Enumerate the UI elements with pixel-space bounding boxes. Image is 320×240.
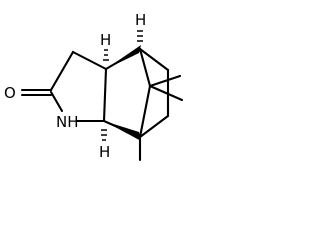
- wedge-c7a-c7: [104, 121, 141, 141]
- bond-carbonyl-n: [49, 90, 64, 113]
- bond-bridge-c4: [138, 47, 152, 88]
- bond-c4-c5: [138, 47, 170, 72]
- bond-bridge-methyl-b: [148, 84, 184, 102]
- chemical-structure: O NH H H H: [4, 11, 184, 162]
- bond-c6-c7: [138, 114, 170, 139]
- bond-bridge-methyl-a: [148, 74, 182, 88]
- wedge-c3a-c4: [106, 45, 141, 69]
- atom-label-h-fusion-top: H: [100, 31, 111, 49]
- bond-c3a-c7a: [102, 67, 108, 123]
- atom-label-oxygen: O: [4, 84, 16, 102]
- bond-ch2-carbonyl: [49, 50, 75, 92]
- atom-label-amide-nh: NH: [56, 113, 79, 131]
- atom-label-h-top: H: [135, 11, 146, 29]
- bond-ch2-c3a: [71, 50, 108, 71]
- atom-label-h-fusion-bottom: H: [99, 143, 110, 161]
- bond-bridge-c7: [138, 84, 152, 139]
